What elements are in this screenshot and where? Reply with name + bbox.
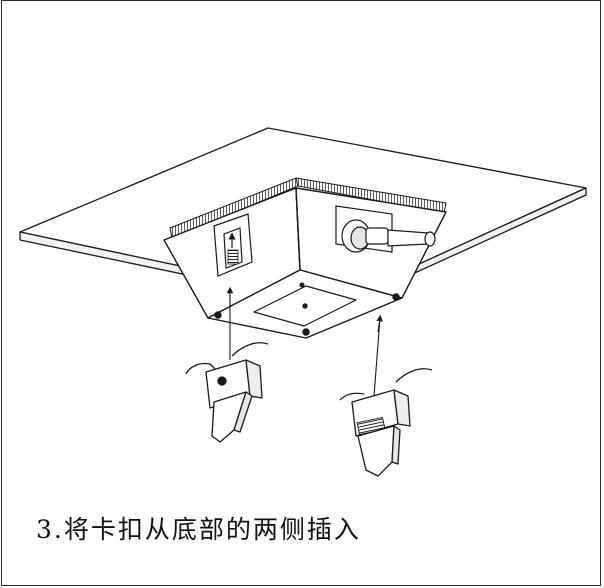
ribbed-flange xyxy=(169,177,447,239)
left-clip xyxy=(185,342,269,443)
right-clip xyxy=(339,368,433,477)
cable-gland xyxy=(335,205,436,253)
left-clip-slot xyxy=(213,213,253,277)
instruction-caption: 3.将卡扣从底部的两侧插入 xyxy=(36,515,361,544)
insertion-guides xyxy=(226,286,383,397)
